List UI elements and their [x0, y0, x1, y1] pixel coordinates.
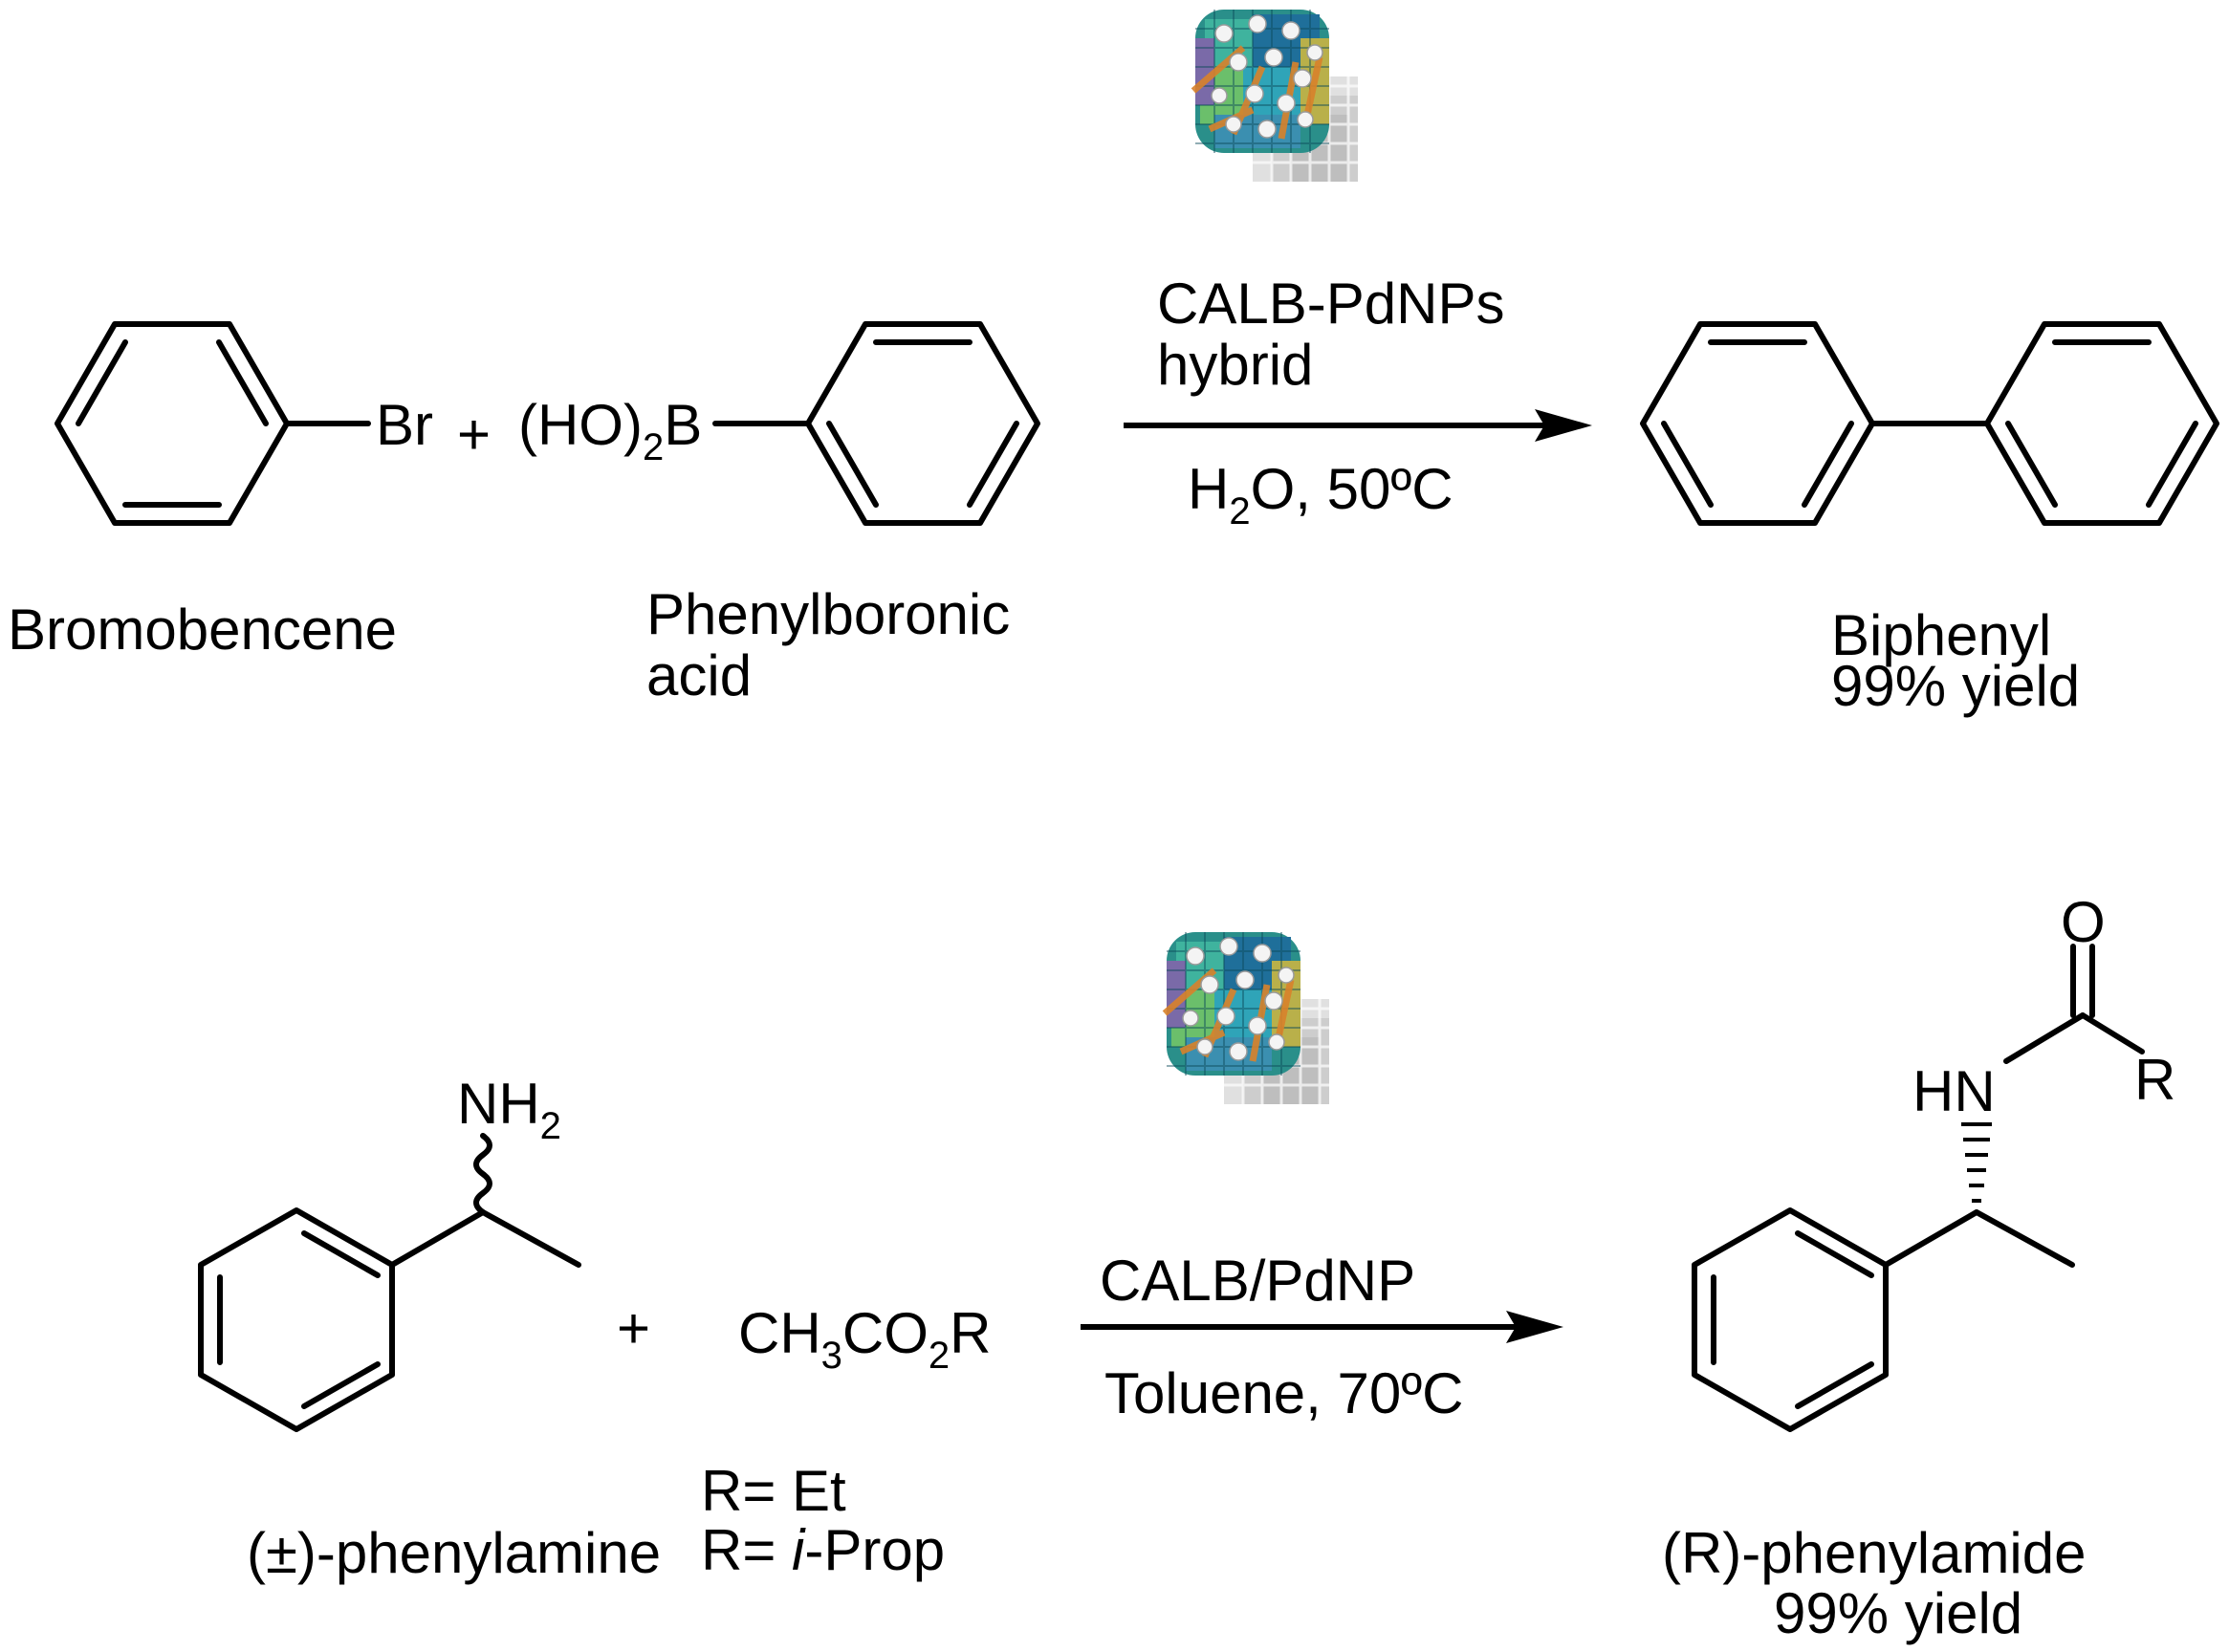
svg-text:(HO)2B: (HO)2B — [518, 393, 702, 468]
conditions-text-1: O, 50ºC — [1251, 457, 1453, 521]
svg-text:NH2: NH2 — [457, 1072, 561, 1147]
r-group-prefix: R= — [701, 1518, 792, 1582]
phenylamine-name: (±)-phenylamine — [247, 1521, 661, 1585]
phenylboronic-acid-name-line2: acid — [646, 643, 752, 707]
phenylboronic-acid-structure: (HO)2B — [518, 321, 1040, 526]
acyl-donor-r: R — [950, 1301, 991, 1365]
amide-r-label: R — [2134, 1048, 2175, 1112]
boronic-hydroxyl-label: (HO) — [518, 393, 643, 457]
svg-text:R= i-Prop: R= i-Prop — [701, 1518, 945, 1582]
catalyst-name-line2: hybrid — [1157, 333, 1313, 397]
phenylamide-yield: 99% yield — [1774, 1581, 2022, 1645]
acyl-donor-ch: CH — [738, 1301, 821, 1365]
amide-hydrogen-label: H — [1912, 1059, 1954, 1123]
reaction-1: Br + (HO)2B Bromobencene Phenylboronic a… — [8, 10, 2219, 718]
boronic-subscript: 2 — [643, 426, 664, 468]
catalyst-hybrid-image-2 — [1165, 932, 1329, 1104]
catalyst-name-2: CALB/PdNP — [1100, 1249, 1415, 1313]
reaction-2: NH2 + CH3CO2R R= Et R= i-Prop (±)-phenyl… — [198, 890, 2175, 1645]
svg-text:CH3CO2R: CH3CO2R — [738, 1301, 992, 1377]
acyl-donor-sub1: 3 — [821, 1335, 842, 1377]
amine-label: NH — [457, 1072, 540, 1136]
phenylboronic-acid-name-line1: Phenylboronic — [646, 582, 1010, 646]
reaction-arrow-2 — [1081, 1311, 1563, 1343]
r-group-iso: i — [792, 1518, 806, 1582]
r-group-prop: -Prop — [804, 1518, 945, 1582]
conditions-text-2: Toluene, 70ºC — [1104, 1361, 1464, 1425]
svg-text:HN: HN — [1912, 1059, 1996, 1123]
amine-subscript: 2 — [540, 1105, 561, 1147]
bromobenzene-name: Bromobencene — [8, 598, 397, 662]
boron-label: B — [664, 393, 702, 457]
phenylethylamine-structure: NH2 — [198, 1072, 581, 1432]
catalyst-hybrid-image-1 — [1193, 10, 1358, 182]
conditions-hydrogen: H — [1188, 457, 1229, 521]
plus-sign-1: + — [457, 402, 491, 467]
catalyst-name-line1: CALB-PdNPs — [1157, 272, 1504, 336]
conditions-subscript: 2 — [1229, 490, 1250, 533]
bromobenzene-structure: Br — [55, 321, 433, 526]
phenylamide-name: (R)-phenylamide — [1662, 1521, 2087, 1585]
biphenyl-yield: 99% yield — [1831, 654, 2080, 718]
carbonyl-oxygen-label: O — [2061, 890, 2106, 954]
bromine-label: Br — [376, 393, 433, 457]
acyl-donor-sub2: 2 — [929, 1335, 950, 1377]
plus-sign-2: + — [617, 1296, 650, 1360]
biphenyl-structure — [1640, 321, 2219, 526]
r-group-ethyl: R= Et — [701, 1459, 846, 1523]
phenylamide-structure: HN O R — [1692, 890, 2175, 1432]
acyl-donor-co: CO — [842, 1301, 929, 1365]
biphenyl-name: Biphenyl — [1831, 603, 2051, 667]
amide-nitrogen-label: N — [1954, 1059, 1995, 1123]
svg-text:H2O, 50ºC: H2O, 50ºC — [1188, 457, 1453, 533]
reaction-arrow-1 — [1124, 409, 1592, 442]
